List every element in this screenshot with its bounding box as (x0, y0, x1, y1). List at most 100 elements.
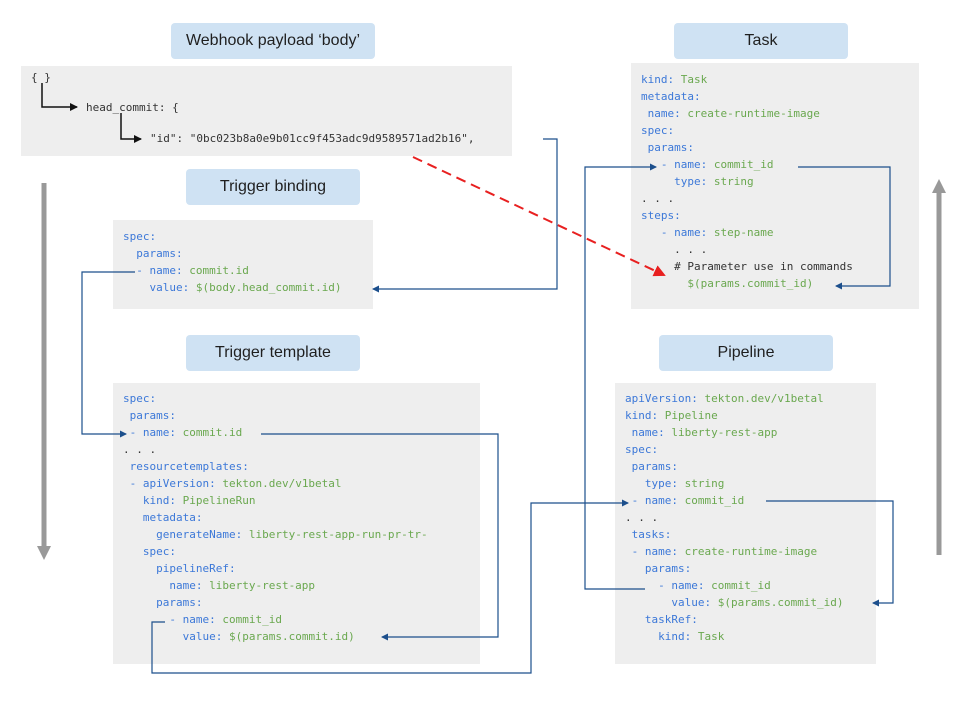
code-key: . . . (641, 243, 708, 256)
code-key: type: (641, 175, 714, 188)
code-line: value: $(params.commit.id) (123, 628, 480, 645)
code-line: params: (123, 245, 373, 262)
webhook-root-brace: { } (31, 71, 51, 84)
code-key: spec: (625, 443, 659, 456)
connector-task-param-to-usage (798, 166, 891, 290)
code-key: steps: (641, 209, 681, 222)
code-value: $(params.commit_id) (717, 596, 844, 609)
code-key: kind: (625, 409, 665, 422)
code-key: kind: (625, 630, 698, 643)
code-value: commit.id (182, 426, 243, 439)
code-key: taskRef: (625, 613, 698, 626)
code-key: value: (625, 596, 718, 609)
code-value: $(params.commit_id) (687, 277, 814, 290)
trigger-template-title: Trigger template (186, 335, 360, 371)
code-value: liberty-rest-app (671, 426, 778, 439)
code-key: type: (625, 477, 685, 490)
webhook-id-line: "id": "0bc023b8a0e9b01cc9f453adc9d958957… (150, 132, 475, 145)
code-line: tasks: (625, 526, 876, 543)
code-value: tekton.dev/v1betal (222, 477, 342, 490)
code-value: string (684, 477, 725, 490)
code-line: name: liberty-rest-app (625, 424, 876, 441)
code-value: commit.id (189, 264, 249, 277)
code-value: commit_id (713, 158, 774, 171)
code-key: spec: (641, 124, 675, 137)
code-line: spec: (641, 122, 919, 139)
code-key: spec: (123, 392, 157, 405)
connector-binding-to-template-param (81, 271, 135, 438)
code-line: spec: (123, 228, 373, 245)
code-line: generateName: liberty-rest-app-run-pr-tr… (123, 526, 480, 543)
code-line: taskRef: (625, 611, 876, 628)
code-key: . . . (625, 511, 659, 524)
code-line: params: (625, 560, 876, 577)
code-line: . . . (641, 241, 919, 258)
code-key: apiVersion: (625, 392, 705, 405)
code-value: $(body.head_commit.id) (195, 281, 342, 294)
code-line: type: string (641, 173, 919, 190)
code-line: - name: step-name (641, 224, 919, 241)
code-line: params: (625, 458, 876, 475)
code-line: resourcetemplates: (123, 458, 480, 475)
code-line: name: create-runtime-image (641, 105, 919, 122)
code-value: string (713, 175, 754, 188)
code-line: kind: Task (641, 71, 919, 88)
code-key: value: (123, 630, 229, 643)
code-line: # Parameter use in commands (641, 258, 919, 275)
code-value: Pipeline (664, 409, 718, 422)
code-line: steps: (641, 207, 919, 224)
code-key: params: (625, 460, 678, 473)
webhook-payload-title: Webhook payload ‘body’ (171, 23, 375, 59)
payload-to-command-arrow (412, 156, 666, 277)
code-key: metadata: (123, 511, 203, 524)
code-line: metadata: (641, 88, 919, 105)
code-line: apiVersion: tekton.dev/v1betal (625, 390, 876, 407)
code-key: name: (123, 579, 210, 592)
task-code: kind: Task metadata: name: create-runtime… (631, 63, 919, 309)
code-key: - name: (625, 579, 712, 592)
code-value: commit_id (711, 579, 771, 592)
code-value: Task (680, 73, 708, 86)
code-line: - name: commit_id (625, 577, 876, 594)
code-value: liberty-rest-app (209, 579, 316, 592)
code-value: step-name (713, 226, 774, 239)
code-key: spec: (123, 545, 176, 558)
code-line: - name: commit.id (123, 262, 373, 279)
code-line: metadata: (123, 509, 480, 526)
connector-template-to-pipeline-param (151, 499, 629, 674)
pipeline-title: Pipeline (659, 335, 833, 371)
trigger-binding-code: spec: params: - name: commit.id value: $… (113, 220, 373, 309)
code-key: - name: (123, 426, 183, 439)
code-key: resourcetemplates: (123, 460, 249, 473)
code-key: - name: (625, 494, 685, 507)
code-key: generateName: (123, 528, 249, 541)
code-key: name: (641, 107, 688, 120)
connector-id-to-binding-value (372, 138, 558, 293)
code-value: create-runtime-image (684, 545, 818, 558)
code-line: type: string (625, 475, 876, 492)
code-line: spec: (625, 441, 876, 458)
code-value: tekton.dev/v1betal (704, 392, 824, 405)
connector-pipeline-param-to-value (766, 500, 894, 607)
code-key: metadata: (641, 90, 701, 103)
code-line: - name: commit_id (625, 492, 876, 509)
code-line: params: (123, 594, 480, 611)
code-key: kind: (641, 73, 681, 86)
webhook-head-commit: head_commit: { (86, 101, 179, 114)
tree-connector-head-commit (41, 83, 78, 111)
code-line: - name: create-runtime-image (625, 543, 876, 560)
connector-template-param-to-value (261, 433, 499, 641)
code-line: params: (641, 139, 919, 156)
webhook-payload-box: { } head_commit: { "id": "0bc023b8a0e9b0… (21, 66, 512, 156)
tree-connector-id (120, 113, 142, 143)
code-line: kind: Task (625, 628, 876, 645)
connector-pipeline-task-to-task-param (584, 163, 657, 590)
code-value: create-runtime-image (687, 107, 820, 120)
code-line: value: $(body.head_commit.id) (123, 279, 373, 296)
code-line: kind: Pipeline (625, 407, 876, 424)
code-line: . . . (625, 509, 876, 526)
code-line: spec: (123, 543, 480, 560)
code-key: value: (123, 281, 196, 294)
code-line: pipelineRef: (123, 560, 480, 577)
